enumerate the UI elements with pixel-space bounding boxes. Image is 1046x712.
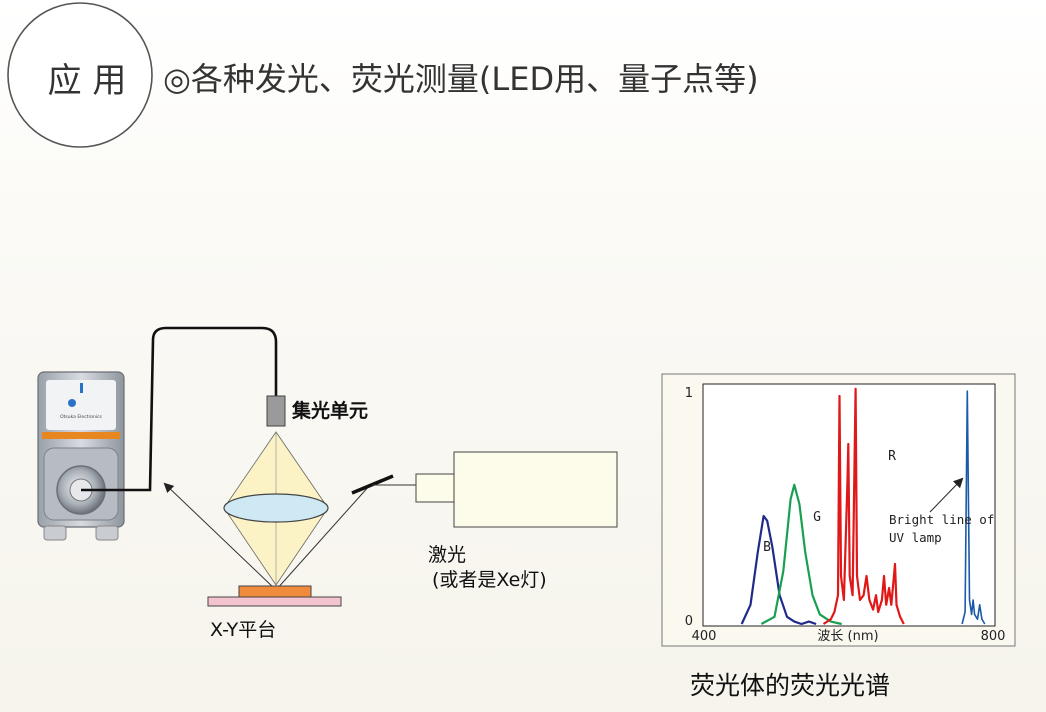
- series-line-3: [822, 387, 905, 625]
- collector-label: 集光单元: [291, 399, 368, 422]
- y-tick-label-min: 0: [685, 614, 693, 629]
- series-line-4: [961, 390, 986, 625]
- laser-body: [453, 451, 618, 528]
- application-badge-text: 应 用: [48, 61, 127, 101]
- laser-aperture: [415, 473, 455, 503]
- x-tick-label-min: 400: [692, 629, 717, 644]
- laser-label-alt: (或者是Xe灯): [432, 569, 547, 591]
- y-tick-label-max: 1: [685, 386, 693, 401]
- laser-label: 激光: [428, 544, 466, 566]
- device-indicator-icon: [80, 383, 83, 393]
- x-tick-label-max: 800: [981, 629, 1006, 644]
- device-foot-right: [95, 525, 119, 541]
- light-collector-unit: [266, 395, 286, 427]
- series-label-r: R: [888, 449, 896, 464]
- chart-title: 荧光体的荧光光谱: [690, 671, 890, 700]
- series-label-g: G: [813, 510, 821, 525]
- device-brand-label: Otsuka Electronics: [60, 414, 102, 420]
- chart-series-layer: [740, 387, 986, 626]
- device-foot-left: [43, 525, 67, 541]
- spectrum-chart: 1 0 400 800 波长 (nm) B G R Bright line of…: [661, 373, 1016, 647]
- page-title: ◎各种发光、荧光测量(LED用、量子点等): [163, 60, 759, 98]
- stage-label: X-Y平台: [210, 619, 276, 641]
- series-line-1: [740, 514, 817, 626]
- spectrometer-device: Otsuka Electronics: [37, 371, 125, 541]
- condenser-lens: [223, 493, 329, 523]
- emission-arrow-left: [163, 482, 277, 591]
- light-cone: [223, 431, 329, 586]
- annotation-arrow: [929, 477, 964, 513]
- laser-source: [415, 451, 618, 528]
- x-axis-label: 波长 (nm): [817, 629, 878, 644]
- annotation-line-1: Bright line of: [889, 512, 994, 527]
- application-badge: [7, 2, 153, 148]
- device-logo-icon: [68, 399, 76, 407]
- device-accent-stripe: [42, 432, 120, 439]
- excitation-beam: [275, 484, 371, 591]
- xy-stage: [207, 596, 342, 607]
- series-line-2: [760, 483, 842, 626]
- device-top-panel: [46, 380, 116, 430]
- series-label-b: B: [763, 540, 771, 555]
- optical-fiber: [81, 326, 278, 492]
- annotation-line-2: UV lamp: [889, 530, 942, 545]
- sample: [238, 585, 312, 598]
- header: 应 用 ◎各种发光、荧光测量(LED用、量子点等): [7, 2, 759, 148]
